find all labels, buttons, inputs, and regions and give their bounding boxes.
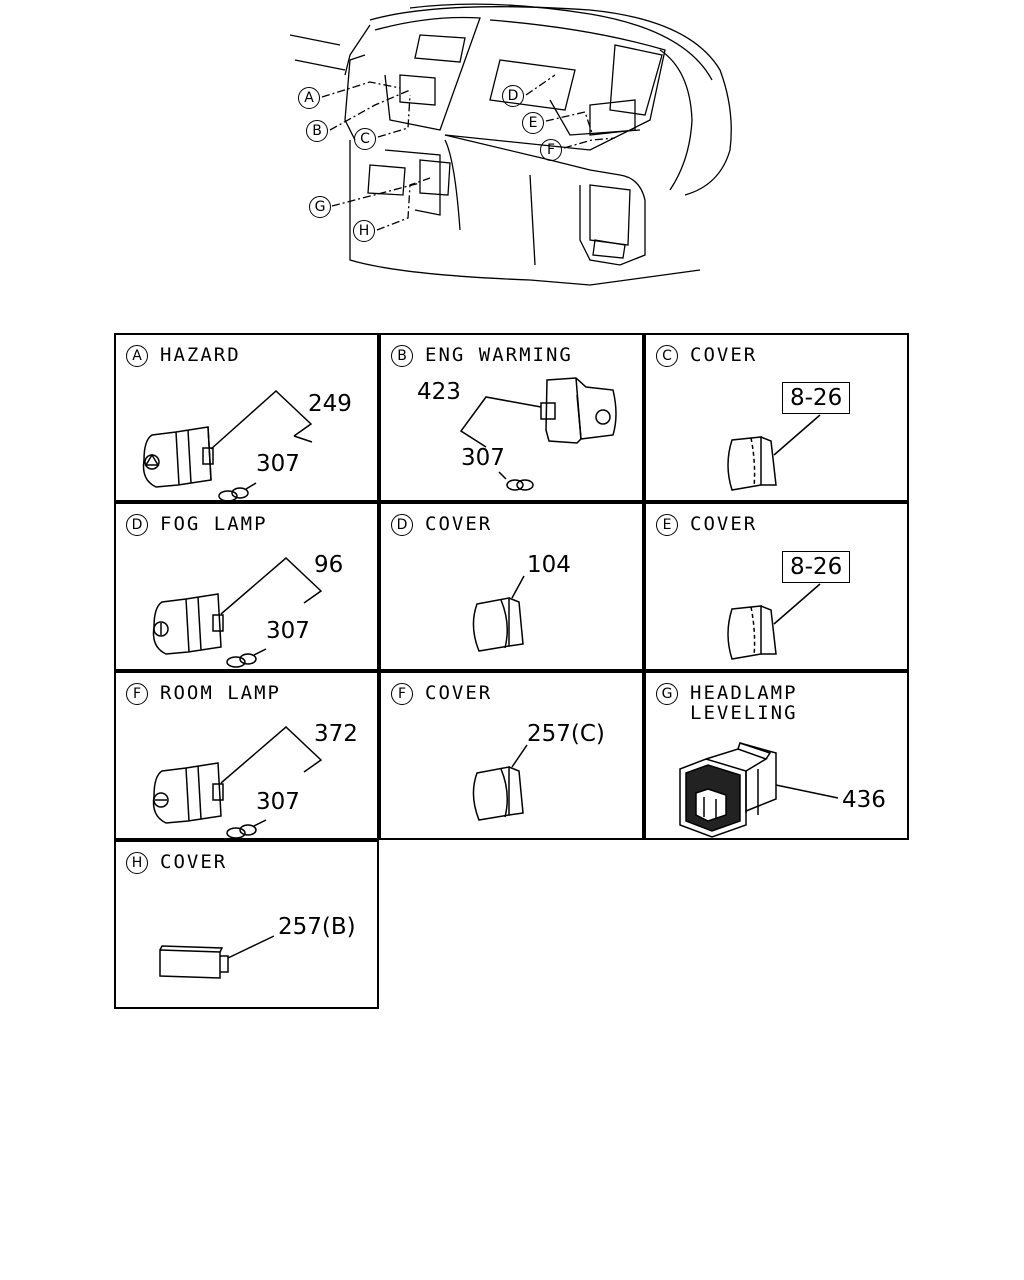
part-title: HAZARD	[160, 344, 241, 366]
part-title: COVER	[425, 513, 493, 535]
cover-drawing	[727, 583, 821, 660]
callout-a: A	[298, 87, 320, 109]
callout-e: E	[522, 112, 544, 134]
part-cell-cover-f: F COVER 257(C)	[379, 671, 644, 840]
part-cell-eng-warming: B ENG WARMING 423 307	[379, 333, 644, 502]
callout-g: G	[309, 196, 331, 218]
part-ref-436: 436	[842, 787, 886, 813]
part-title: ROOM LAMP	[160, 682, 281, 704]
part-title: FOG LAMP	[160, 513, 268, 535]
callout-letter: G	[656, 683, 678, 705]
part-cell-cover-d: D COVER 104	[379, 502, 644, 671]
blank-cover-drawing	[159, 935, 275, 979]
switch-with-bulb-drawing	[142, 389, 313, 502]
part-ref-423: 423	[417, 379, 461, 405]
switch-with-bulb-drawing	[152, 725, 323, 839]
callout-letter: H	[126, 852, 148, 874]
callout-letter: E	[656, 514, 678, 536]
callout-letter: F	[126, 683, 148, 705]
callout-letter: C	[656, 345, 678, 367]
part-title: COVER	[425, 682, 493, 704]
part-ref-257b: 257(B)	[278, 914, 356, 940]
part-ref-307: 307	[256, 789, 300, 815]
callout-letter: B	[391, 345, 413, 367]
callout-letter: D	[126, 514, 148, 536]
cover-drawing	[472, 744, 528, 821]
callout-d: D	[502, 85, 524, 107]
leader-lines	[321, 74, 616, 231]
part-ref-96: 96	[314, 552, 344, 578]
part-cell-cover-c: C COVER 8-26	[644, 333, 909, 502]
callout-h: H	[353, 220, 375, 242]
part-ref-307: 307	[266, 618, 310, 644]
part-cell-cover-e: E COVER 8-26	[644, 502, 909, 671]
callout-b: B	[306, 120, 328, 142]
part-title: ENG WARMING	[425, 344, 573, 366]
part-cell-cover-h: H COVER 257(B)	[114, 840, 379, 1009]
cover-drawing	[727, 414, 821, 491]
part-ref-307: 307	[256, 451, 300, 477]
callout-letter: F	[391, 683, 413, 705]
part-ref-257c: 257(C)	[527, 721, 605, 747]
part-ref-372: 372	[314, 721, 358, 747]
part-cell-hazard: A HAZARD 249 307	[114, 333, 379, 502]
part-ref-8-26: 8-26	[782, 382, 851, 414]
callout-c: C	[354, 128, 376, 150]
part-title: COVER	[690, 344, 758, 366]
cover-drawing	[472, 575, 525, 652]
part-cell-headlamp-leveling: G HEADLAMP LEVELING 436	[644, 671, 909, 840]
switch-with-bulb-drawing	[459, 377, 617, 491]
part-title: COVER	[160, 851, 228, 873]
switch-with-bulb-drawing	[152, 556, 323, 668]
part-ref-104: 104	[527, 552, 571, 578]
dashboard-outline	[289, 3, 732, 286]
part-ref-8-26: 8-26	[782, 551, 851, 583]
part-ref-307: 307	[461, 445, 505, 471]
callout-letter: D	[391, 514, 413, 536]
callout-f: F	[540, 139, 562, 161]
part-ref-249: 249	[308, 391, 352, 417]
part-title: HEADLAMP LEVELING	[690, 682, 798, 724]
part-cell-room-lamp: F ROOM LAMP 372 307	[114, 671, 379, 840]
part-title: COVER	[690, 513, 758, 535]
dashboard-overview-diagram: A B C D E F G H	[289, 0, 740, 300]
leveling-switch-drawing	[679, 742, 839, 838]
part-cell-fog-lamp: D FOG LAMP 96 307	[114, 502, 379, 671]
callout-letter: A	[126, 345, 148, 367]
